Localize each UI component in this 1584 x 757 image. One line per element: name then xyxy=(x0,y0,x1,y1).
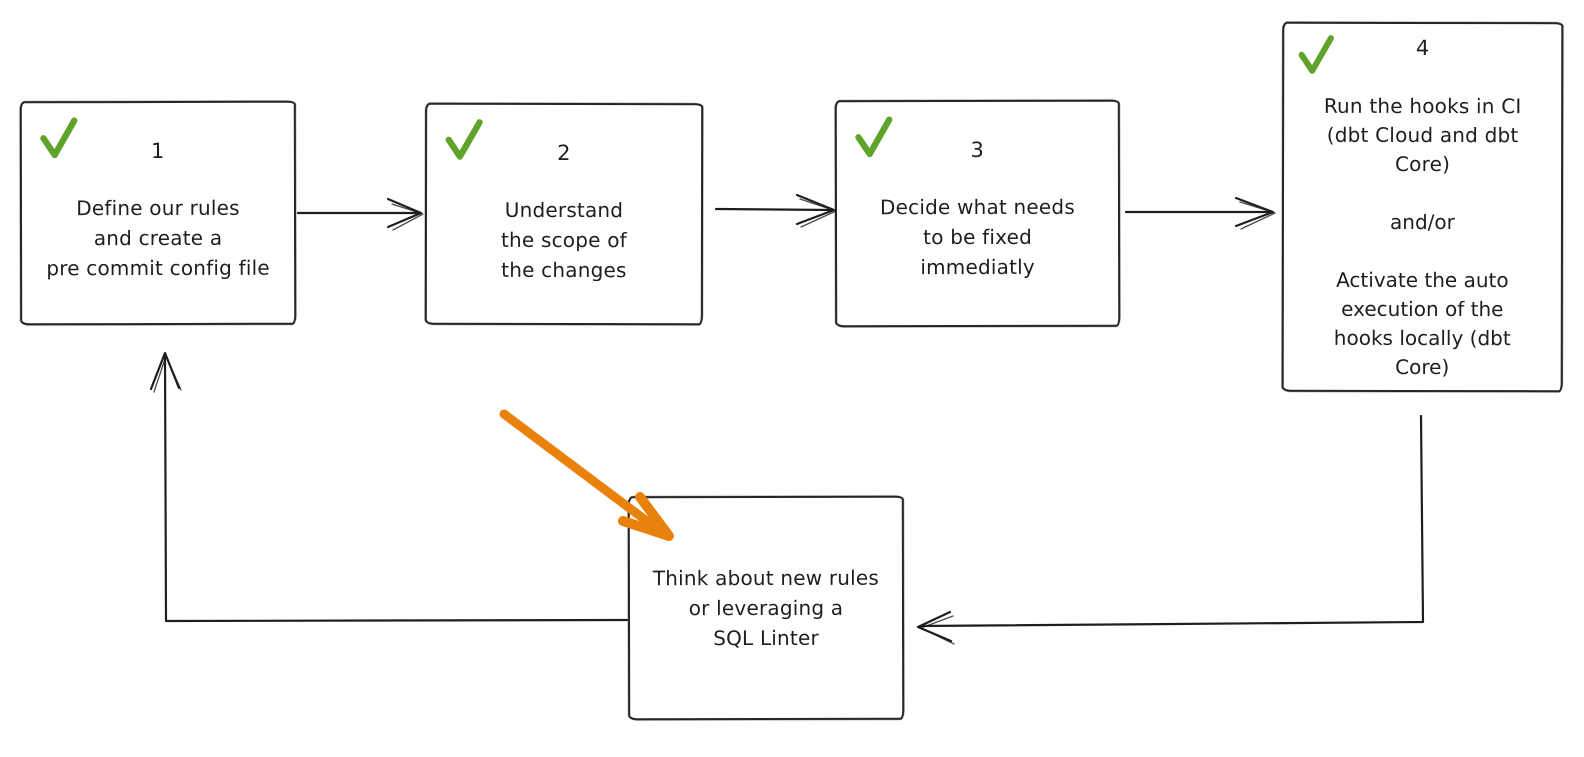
arrow-step1-step2[interactable] xyxy=(296,197,424,231)
step-text: Understand the scope of the changes xyxy=(427,195,701,285)
step-text-line: and create a xyxy=(93,225,223,251)
step-text-line: (dbt Cloud and dbt xyxy=(1326,122,1519,148)
step-2-box[interactable]: 2 Understand the scope of the changes xyxy=(424,102,704,326)
step-3-box[interactable]: 3 Decide what needs to be fixed immediat… xyxy=(834,99,1121,328)
step-text-line: immediatly xyxy=(920,254,1035,280)
annotation-arrow-orange[interactable] xyxy=(499,409,674,541)
feedback-text: Think about new rules or leveraging a SQ… xyxy=(653,563,879,653)
step-text: Activate the auto execution of the hooks… xyxy=(1284,266,1561,382)
check-icon[interactable] xyxy=(1296,26,1336,84)
check-icon[interactable] xyxy=(853,107,895,167)
arrow-feedback-step1[interactable] xyxy=(149,351,629,623)
step-text-line: Define our rules xyxy=(76,195,240,221)
step-text-line: to be fixed xyxy=(923,224,1032,250)
step-text-line: Activate the auto xyxy=(1336,267,1509,293)
feedback-text-line: Think about new rules xyxy=(652,565,880,591)
check-icon[interactable] xyxy=(443,110,485,170)
step-text-line: Decide what needs xyxy=(880,194,1075,220)
arrow-step2-step3[interactable] xyxy=(714,193,837,228)
step-text: Run the hooks in CI (dbt Cloud and dbt C… xyxy=(1284,92,1561,179)
step-text-line: pre commit config file xyxy=(46,255,270,281)
arrow-step4-feedback[interactable] xyxy=(916,414,1425,645)
check-icon[interactable] xyxy=(38,108,80,168)
step-text: Define our rules and create a pre commit… xyxy=(22,193,294,284)
step-text-line: Run the hooks in CI xyxy=(1323,93,1522,119)
step-text-line: the changes xyxy=(501,257,627,283)
step-text-line: Understand xyxy=(504,197,624,223)
feedback-text-line: SQL Linter xyxy=(713,625,819,651)
step-text-line: and/or xyxy=(1390,209,1455,235)
step-text-line: execution of the xyxy=(1341,296,1504,322)
step-text: Decide what needs to be fixed immediatly xyxy=(837,192,1118,283)
step-1-box[interactable]: 1 Define our rules and create a pre comm… xyxy=(19,100,297,326)
step-4-box[interactable]: 4 Run the hooks in CI (dbt Cloud and dbt… xyxy=(1281,21,1564,393)
step-text-line: Core) xyxy=(1395,354,1450,380)
feedback-text-line: or leveraging a xyxy=(688,595,844,621)
step-text-line: Core) xyxy=(1395,151,1451,177)
arrow-step3-step4[interactable] xyxy=(1124,196,1276,230)
step-text-line: hooks locally (dbt xyxy=(1333,325,1511,351)
step-text-line: the scope of xyxy=(500,227,627,253)
